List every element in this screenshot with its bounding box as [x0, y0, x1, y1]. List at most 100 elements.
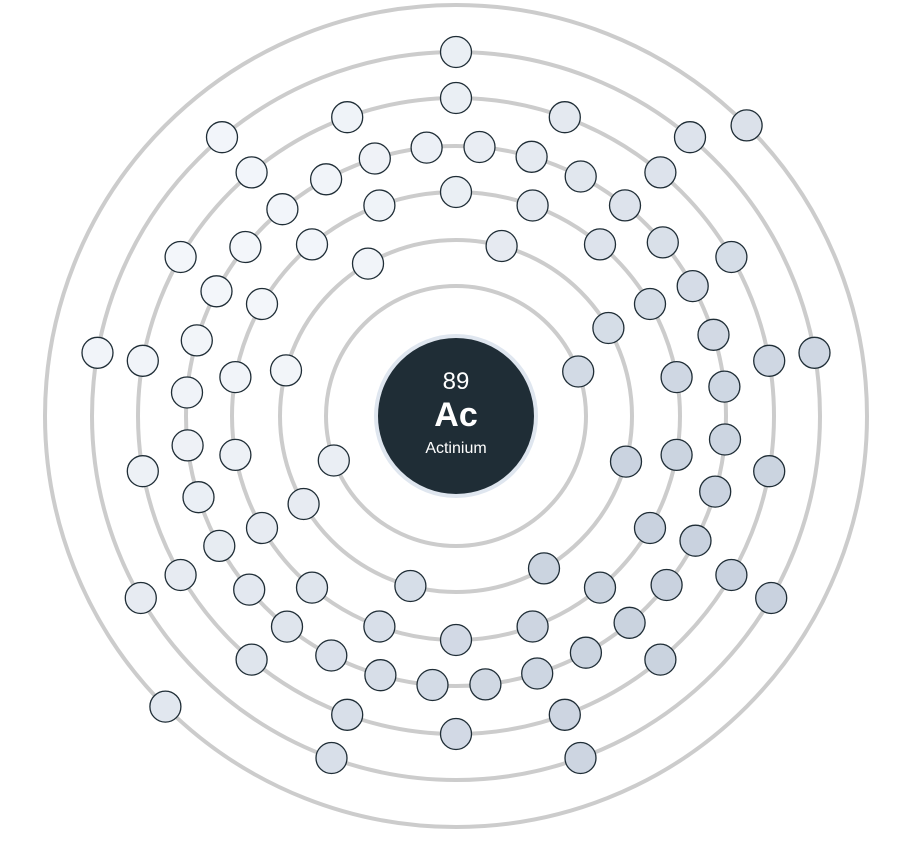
electron-shell-5 — [644, 643, 677, 676]
electron-shell-4 — [203, 529, 236, 563]
electron-shell-5 — [235, 643, 268, 676]
electron-shell-3 — [516, 610, 549, 643]
electron-shell-6 — [124, 581, 157, 615]
electron-shell-5 — [548, 101, 581, 134]
electron-shell-3 — [583, 571, 617, 604]
electron-shell-4 — [463, 130, 496, 164]
electron-shell-3 — [633, 511, 667, 545]
electron-shell-2 — [287, 487, 320, 521]
atomic-number: 89 — [443, 368, 470, 395]
electron-shell-7 — [730, 109, 763, 142]
electron-shell-5 — [235, 156, 268, 189]
electron-shell-4 — [515, 140, 548, 173]
electron-shell-3 — [219, 360, 252, 394]
electron-shell-5 — [644, 156, 677, 189]
electron-shell-6 — [205, 121, 239, 154]
electron-shell-3 — [363, 610, 396, 643]
electron-layer — [81, 35, 831, 775]
electron-shell-3 — [439, 175, 473, 209]
electron-shell-3 — [516, 189, 549, 222]
electron-shell-4 — [676, 269, 709, 303]
electron-shell-5 — [548, 698, 581, 731]
electron-shell-3 — [295, 571, 329, 604]
electron-shell-4 — [521, 657, 554, 690]
nucleus: 89 Ac Actinium — [374, 334, 538, 498]
orbit-shell-2 — [278, 238, 634, 594]
electron-shell-3 — [633, 287, 667, 321]
electron-shell-4 — [650, 568, 683, 602]
electron-shell-4 — [233, 573, 266, 606]
electron-shell-2 — [269, 354, 303, 387]
electron-shell-4 — [182, 481, 215, 514]
electron-shell-4 — [699, 475, 732, 508]
orbit-shell-4 — [184, 144, 728, 688]
electron-shell-4 — [679, 524, 712, 557]
electron-shell-3 — [245, 511, 279, 545]
electron-shell-2 — [527, 552, 561, 585]
electron-shell-3 — [660, 360, 693, 394]
electron-shell-2 — [592, 311, 625, 345]
electron-shell-4 — [170, 376, 204, 409]
electron-shell-3 — [245, 287, 279, 321]
electron-shell-4 — [697, 318, 730, 351]
electron-shell-4 — [200, 275, 233, 308]
electron-shell-6 — [755, 581, 788, 615]
electron-shell-3 — [219, 438, 252, 472]
electron-shell-4 — [564, 160, 597, 193]
electron-shell-1 — [317, 444, 350, 477]
electron-shell-4 — [309, 163, 343, 196]
electron-shell-7 — [149, 690, 182, 723]
electron-shell-4 — [410, 131, 443, 164]
electron-shell-6 — [564, 741, 597, 775]
element-symbol: Ac — [434, 396, 477, 434]
electron-shell-5 — [126, 344, 159, 377]
electron-shell-5 — [715, 558, 748, 592]
electron-shell-4 — [270, 610, 304, 643]
electron-shell-2 — [485, 229, 518, 263]
electron-shell-5 — [753, 455, 786, 488]
electron-shell-3 — [439, 623, 473, 657]
electron-shell-4 — [569, 636, 603, 669]
electron-shell-2 — [351, 247, 385, 280]
electron-shell-1 — [562, 355, 595, 388]
electron-shell-4 — [180, 324, 213, 357]
electron-shell-5 — [126, 455, 159, 488]
electron-shell-4 — [229, 230, 262, 264]
electron-shell-6 — [81, 336, 114, 369]
nucleus-circle — [374, 334, 538, 498]
electron-shell-4 — [171, 429, 204, 462]
electron-shell-5 — [331, 698, 364, 731]
electron-shell-5 — [439, 717, 473, 751]
electron-shell-4 — [608, 189, 642, 222]
electron-shell-4 — [358, 142, 391, 175]
electron-shell-3 — [583, 228, 617, 261]
electron-shell-6 — [439, 35, 473, 69]
electron-shell-4 — [708, 423, 742, 456]
electron-shell-3 — [295, 228, 329, 261]
electron-shell-5 — [439, 81, 473, 115]
electron-shell-6 — [673, 121, 707, 154]
electron-shell-2 — [609, 445, 643, 478]
orbit-shell-7 — [43, 3, 869, 829]
electron-shell-5 — [164, 240, 197, 274]
electron-shell-5 — [753, 344, 786, 377]
element-name: Actinium — [425, 440, 486, 457]
electron-shell-4 — [646, 226, 679, 259]
electron-shell-6 — [315, 741, 348, 775]
electron-shell-5 — [331, 101, 364, 134]
electron-shell-4 — [266, 193, 299, 226]
electron-shell-4 — [416, 668, 449, 702]
electron-shell-5 — [164, 558, 197, 592]
electron-shell-4 — [613, 606, 646, 639]
electron-shell-4 — [469, 668, 502, 701]
electron-shell-2 — [394, 569, 427, 603]
electron-shell-4 — [708, 370, 741, 403]
electron-shell-3 — [660, 438, 693, 472]
orbit-shell-1 — [324, 284, 588, 548]
electron-shell-4 — [364, 659, 397, 692]
electron-shell-6 — [798, 336, 831, 369]
electron-shell-3 — [363, 189, 396, 222]
electron-shell-4 — [315, 639, 348, 672]
electron-shell-5 — [715, 240, 748, 274]
